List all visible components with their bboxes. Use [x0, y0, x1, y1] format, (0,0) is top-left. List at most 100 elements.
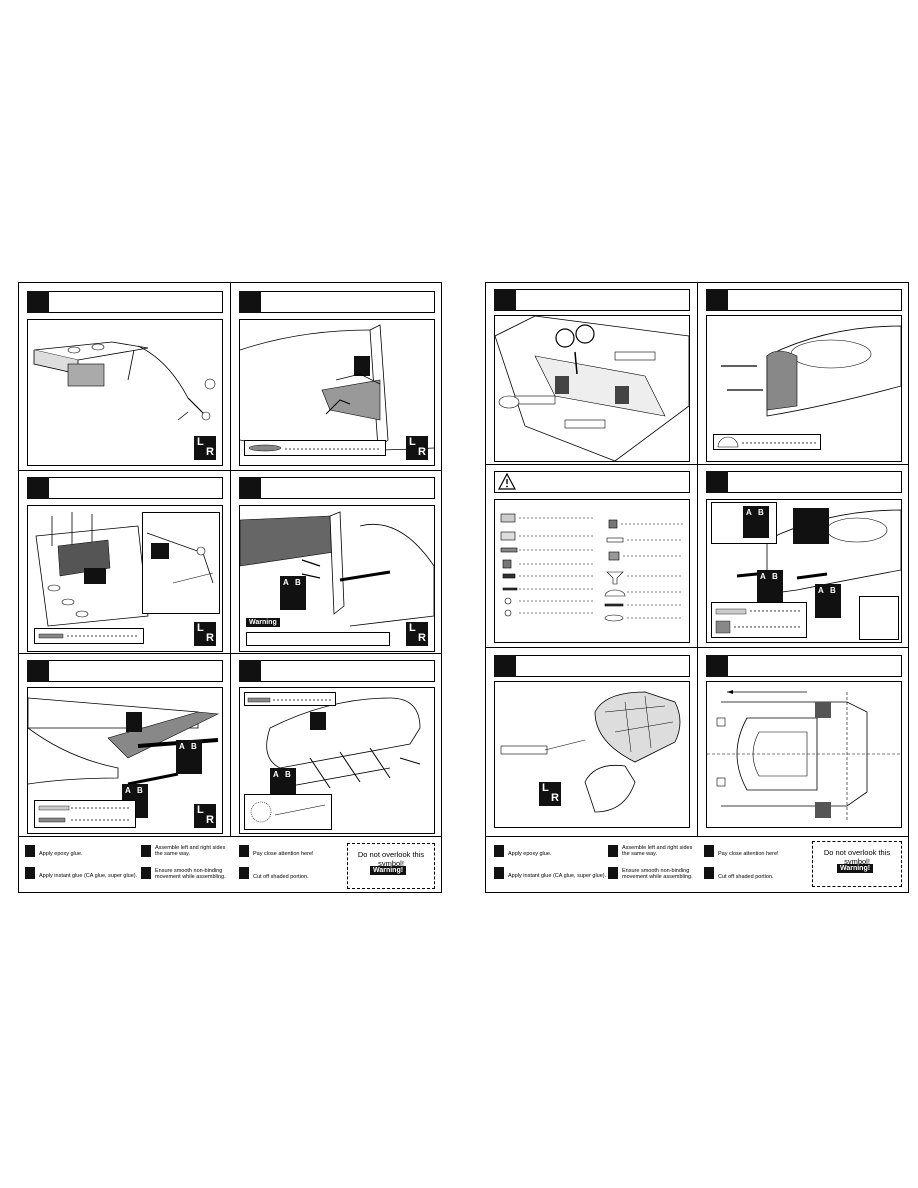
- column-divider: [697, 283, 698, 836]
- legend-epoxy: Apply epoxy glue.: [508, 851, 552, 857]
- row-divider-2: [19, 653, 441, 654]
- lr-symbol: L R: [194, 622, 216, 646]
- step-number-box: [494, 655, 516, 677]
- epoxy-glue-icon: [494, 845, 504, 857]
- detail-inset: [142, 512, 220, 614]
- hand-pointer-icon: [239, 845, 249, 857]
- joiner-parts-callout: [34, 800, 136, 828]
- warning-label: Warning: [246, 618, 280, 627]
- left-right-icon: [141, 845, 151, 857]
- legend-attention: Pay close attention here!: [718, 851, 779, 857]
- parts-list-drawing: [500, 513, 683, 622]
- screw-callout: [244, 692, 336, 706]
- warning-triangle-icon: [498, 473, 516, 490]
- left-page: L R L R: [18, 282, 442, 893]
- servo-install-drawing: [495, 316, 689, 461]
- legend-assemble: Assemble left and right sides the same w…: [622, 845, 693, 857]
- joiner-parts: [38, 805, 131, 823]
- legend-smooth: Ensure smooth non-binding movement while…: [622, 868, 693, 880]
- step-number-box: [706, 655, 728, 677]
- protractor-part: [717, 436, 816, 448]
- instant-glue-icon: [494, 867, 504, 879]
- legend-divider: [486, 836, 908, 837]
- former-drawing: [721, 325, 901, 417]
- epoxy-glue-icon: A B: [743, 506, 769, 538]
- step-number-box: [27, 477, 49, 499]
- step-header: [706, 471, 902, 493]
- illustration-cowl-layout: [706, 681, 902, 828]
- legend-bar: Apply epoxy glue. Apply instant glue (CA…: [19, 837, 441, 892]
- screw-callout: [34, 628, 144, 644]
- illustration-canopy: L R: [494, 681, 690, 828]
- dowel-parts: [715, 608, 802, 634]
- cut-icon: [704, 867, 714, 879]
- step-number-box: [27, 291, 49, 313]
- step-header: [494, 471, 690, 493]
- lr-symbol: L R: [194, 804, 216, 828]
- protractor-callout: [713, 434, 821, 450]
- step-header: [239, 291, 435, 313]
- step-header: [27, 477, 223, 499]
- legend-bar: Apply epoxy glue. Apply instant glue (CA…: [486, 837, 908, 892]
- illustration-former-install: [706, 315, 902, 462]
- legend-instant: Apply instant glue (CA glue, super glue)…: [39, 873, 138, 879]
- step-number-box: [494, 289, 516, 311]
- legend-attention: Pay close attention here!: [253, 851, 314, 857]
- illustration-parts-list: [494, 499, 690, 643]
- overlook-box: Do not overlook this symbol! Warning!: [812, 841, 902, 887]
- illustration-wing-joiner: A B Warning L R: [239, 505, 435, 652]
- step-header: [27, 660, 223, 682]
- step-header: [706, 655, 902, 677]
- legend-instant: Apply instant glue (CA glue, super glue)…: [508, 873, 607, 879]
- detail-drawing: [146, 532, 214, 584]
- legend-cut: Cut off shaded portion.: [718, 874, 774, 880]
- legend-epoxy: Apply epoxy glue.: [39, 851, 83, 857]
- hinge-install-drawing: [266, 697, 421, 789]
- legend-cut: Cut off shaded portion.: [253, 874, 309, 880]
- epoxy-glue-icon: A B: [280, 576, 306, 610]
- step-number-box: [706, 471, 728, 493]
- legend-smooth: Ensure smooth non-binding movement while…: [155, 868, 226, 880]
- overlook-text: Do not overlook this symbol!: [357, 850, 425, 868]
- pin-part: [247, 697, 331, 703]
- step-number-box: [239, 477, 261, 499]
- step-number-box: [239, 660, 261, 682]
- lr-symbol: L R: [406, 436, 428, 460]
- hand-pointer-icon: [704, 845, 714, 857]
- arrow-icon: [608, 867, 618, 879]
- illustration-stabilizer-screws: L R: [27, 505, 223, 652]
- warning-note-box: [246, 632, 390, 646]
- illustration-fin-install: L R: [239, 319, 435, 466]
- epoxy-glue-icon: [25, 845, 35, 857]
- dowel-parts-callout: [711, 602, 807, 638]
- illustration-stabilizer-joiner: A B A B L R: [27, 687, 223, 834]
- epoxy-glue-icon: A B: [815, 584, 841, 618]
- warning-label: Warning!: [370, 866, 407, 875]
- detail-inset: [244, 794, 332, 830]
- detail-inset: [859, 596, 899, 640]
- left-right-icon: [608, 845, 618, 857]
- row-divider-2: [486, 647, 908, 648]
- legend-assemble: Assemble left and right sides the same w…: [155, 845, 226, 857]
- illustration-nose-dowels: A B A B A B: [706, 499, 902, 643]
- lr-symbol: L R: [539, 782, 561, 806]
- step-header: [494, 655, 690, 677]
- cut-icon: [239, 867, 249, 879]
- hinge-callout: [244, 440, 386, 456]
- lr-symbol: L R: [194, 436, 216, 460]
- overlook-text: Do not overlook this symbol!: [823, 848, 891, 866]
- instant-glue-icon: [25, 867, 35, 879]
- warning-label: Warning!: [837, 864, 874, 873]
- hinge-detail: [250, 801, 326, 823]
- illustration-tail-horn: L R: [27, 319, 223, 466]
- arrow-icon: [141, 867, 151, 879]
- canopy-drawing: [500, 691, 681, 813]
- lr-symbol: L R: [406, 622, 428, 646]
- screw-part: [38, 633, 139, 639]
- hinge-part: [248, 444, 381, 452]
- column-divider: [230, 283, 231, 836]
- step-header: [494, 289, 690, 311]
- epoxy-glue-icon: A B: [176, 740, 202, 774]
- wing-joiner-drawing: [240, 511, 434, 627]
- fin-install-drawing: [240, 324, 434, 451]
